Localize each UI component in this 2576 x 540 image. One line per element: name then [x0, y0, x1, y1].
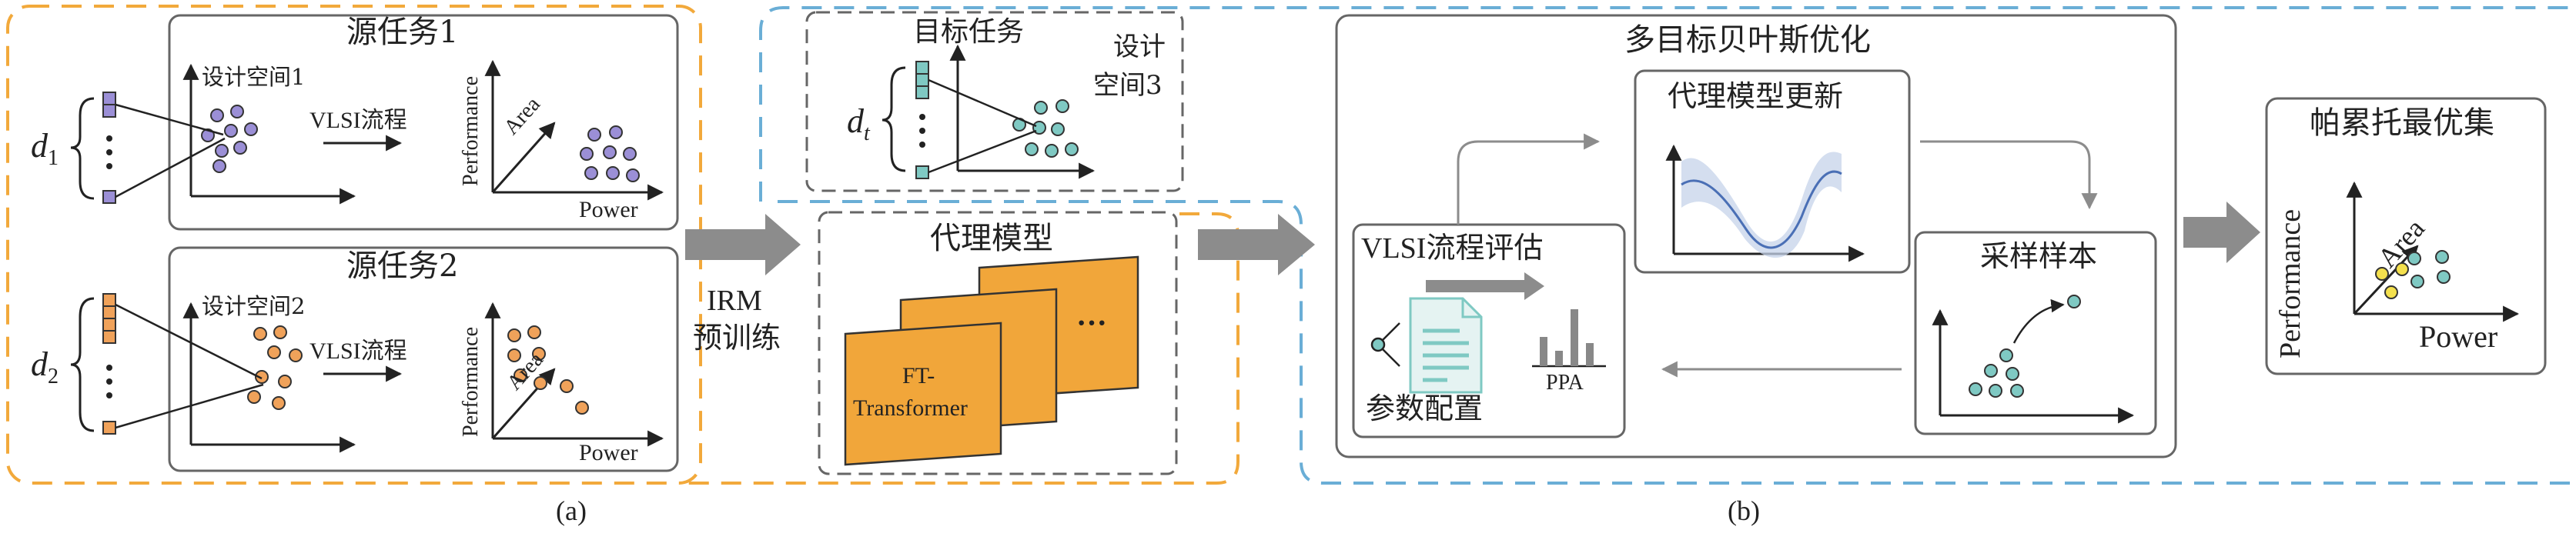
source-task-2-box: [168, 246, 679, 472]
ppa-bar-icon: [1532, 309, 1606, 368]
flow-eval-to-update: [1457, 133, 1601, 225]
dt-dots: [919, 114, 925, 148]
power-1-label: Power: [579, 197, 638, 222]
design-space-1-points: [201, 105, 258, 173]
d2-symbol: d2: [31, 345, 59, 388]
document-icon: [1409, 297, 1483, 394]
sample-label: 采样样本: [1980, 239, 2098, 273]
ft-panel-front: [844, 322, 1002, 466]
surrogate-update-box: [1634, 69, 1911, 274]
sample-curve-arrow: [2012, 298, 2065, 344]
objective-1-axes: [484, 59, 664, 201]
pareto-box: [2265, 97, 2547, 375]
gp-mean-curve: [1681, 170, 1842, 249]
source-task-2-title: 源任务2: [346, 248, 459, 284]
part-a-orange-region: [6, 5, 702, 485]
dt-subscript: t: [864, 121, 870, 145]
d1-subscript: 1: [48, 145, 59, 170]
target-task-box: [805, 11, 1184, 192]
pretrain-label: 预训练: [693, 321, 781, 355]
objective-2-points: [507, 325, 589, 415]
d1-dots: [106, 135, 112, 169]
gp-uncertainty-band: [1681, 152, 1842, 258]
power-2-label: Power: [579, 440, 638, 465]
design-space-1-label: 设计空间1: [202, 64, 306, 90]
d2-vector: [102, 293, 116, 435]
pareto-performance-label: Performance: [2274, 208, 2307, 358]
design-space-1-axes: [182, 63, 356, 205]
surrogate-model-title: 代理模型: [930, 221, 1053, 256]
pareto-axes: [2346, 181, 2520, 322]
performance-2-label: Performance: [459, 326, 483, 437]
part-b-blue-region: [778, 200, 2576, 485]
source-task-1-title: 源任务1: [346, 15, 459, 50]
d1-brace: [70, 97, 95, 200]
target-task-title: 目标任务: [913, 16, 1025, 48]
part-a-blue-region: [759, 6, 2576, 202]
caption-b: (b): [1728, 495, 1760, 526]
param-config-label: 参数配置: [1366, 392, 1484, 425]
performance-1-label: Performance: [459, 75, 483, 186]
d2-mapping-lines: [115, 303, 264, 429]
pareto-title: 帕累托最优集: [2310, 105, 2494, 141]
dt-vector: [915, 61, 929, 179]
flow-update-to-sample: [1920, 140, 2098, 210]
design-space-3-axes: [949, 44, 1096, 179]
pareto-power-label: Power: [2419, 319, 2498, 354]
d1-vector: [102, 92, 116, 204]
dt-brace: [882, 66, 906, 172]
param-tree-icon: [1370, 322, 1400, 367]
ppa-label: PPA: [1546, 371, 1584, 395]
eval-gray-arrow: [1426, 272, 1544, 300]
caption-a: (a): [556, 495, 587, 526]
vlsi-flow-1-label: VLSI流程: [309, 108, 407, 133]
part-a-orange-lower-region: [677, 212, 1239, 485]
design-space-2-label: 设计空间2: [202, 293, 306, 319]
source-task-1-box: [168, 14, 679, 231]
ft-transformer-line1: FT-: [902, 363, 935, 388]
vlsi-eval-label: VLSI流程评估: [1361, 232, 1544, 265]
surrogate-update-label: 代理模型更新: [1668, 79, 1844, 113]
d2-dots: [106, 365, 112, 398]
ft-transformer-line2: Transformer: [853, 395, 968, 421]
design-space-2-points: [247, 325, 303, 410]
design-space-3-line2: 空间3: [1093, 70, 1163, 101]
design-space-3-line1: 设计: [1113, 32, 1166, 62]
dt-symbol: dt: [847, 102, 870, 145]
d1-mapping-lines: [115, 103, 226, 198]
mobo-to-pareto-arrow: [2183, 202, 2260, 263]
dt-mapping-lines: [928, 78, 1037, 174]
design-space-2-axes: [182, 302, 356, 453]
mobo-title: 多目标贝叶斯优化: [1624, 22, 1871, 58]
d1-symbol: d1: [31, 127, 59, 170]
irm-arrow: [685, 214, 801, 275]
sample-points: [1969, 295, 2081, 398]
irm-label: IRM: [707, 285, 762, 317]
pareto-points: [2375, 250, 2451, 299]
more-models-ellipsis: ···: [1076, 305, 1108, 340]
sample-plot-axes: [1932, 308, 2135, 424]
vlsi-flow-2-label: VLSI流程: [309, 338, 407, 364]
d2-brace: [70, 297, 95, 432]
objective-1-points: [580, 125, 640, 182]
part-a-to-b-arrow: [1198, 214, 1315, 275]
d2-subscript: 2: [48, 364, 59, 388]
